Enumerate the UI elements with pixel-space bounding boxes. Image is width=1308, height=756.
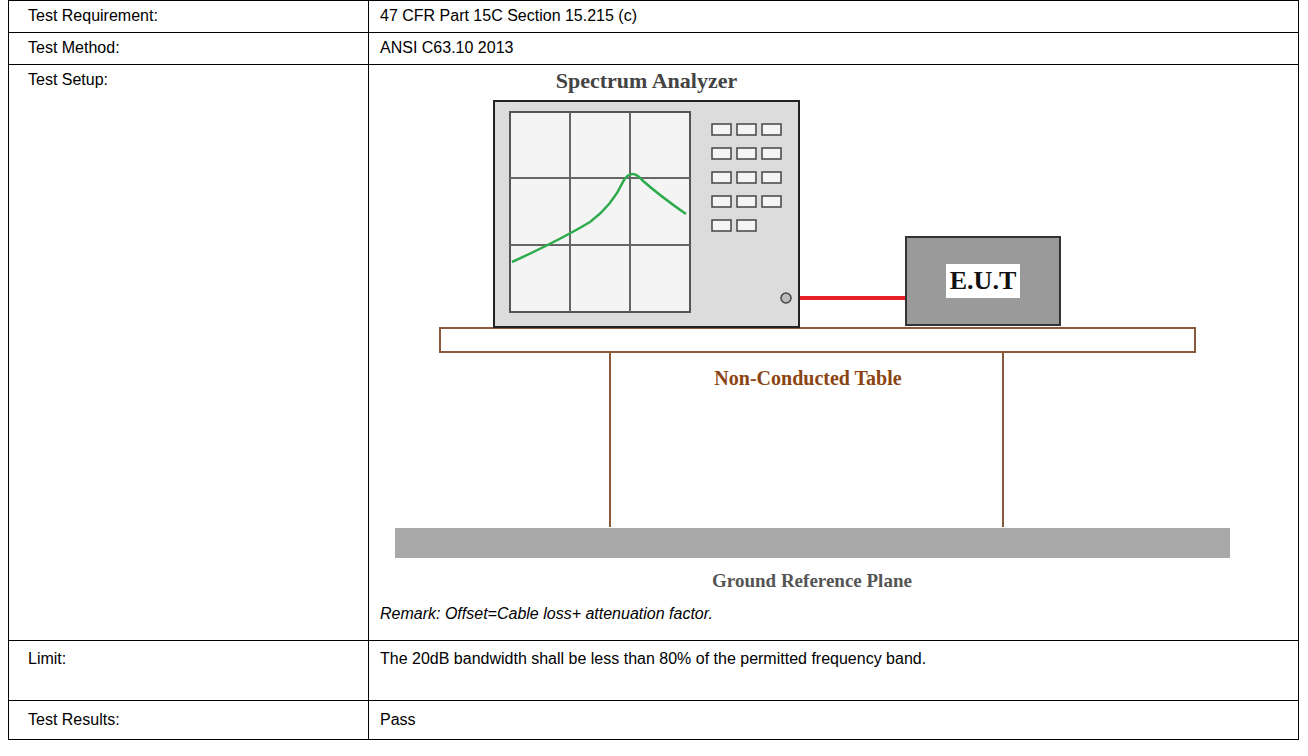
analyzer-screen bbox=[510, 112, 690, 312]
instrument-heading: Spectrum Analyzer bbox=[495, 68, 798, 94]
table-grid bbox=[8, 0, 1299, 740]
table-value-cell: ANSI C63.10 2013 bbox=[380, 37, 1280, 59]
eut-label: E.U.T bbox=[946, 264, 1020, 298]
table-value-cell: 47 CFR Part 15C Section 15.215 (c) bbox=[380, 5, 1280, 27]
eut-box: E.U.T bbox=[905, 236, 1061, 326]
table-header-cell: Test Results: bbox=[28, 709, 358, 731]
rf-cable bbox=[800, 296, 905, 300]
table-top bbox=[440, 328, 1195, 352]
table-value-cell: Pass bbox=[380, 709, 1280, 731]
table-value-cell: The 20dB bandwidth shall be less than 80… bbox=[380, 648, 1285, 670]
screen-grid bbox=[510, 112, 690, 312]
analyzer-body bbox=[494, 101, 799, 327]
spectrum-analyzer: Spectrum Analyzer bbox=[493, 100, 800, 328]
ground-plane-label: Ground Reference Plane bbox=[712, 570, 912, 592]
remark-note: Remark: Offset=Cable loss+ attenuation f… bbox=[380, 605, 713, 623]
ground-plane bbox=[395, 528, 1230, 558]
table-leg bbox=[1002, 353, 1004, 527]
table-label: Non-Conducted Table bbox=[714, 367, 901, 390]
table-header-cell: Limit: bbox=[28, 648, 358, 670]
table-header-cell: Test Setup: bbox=[28, 69, 358, 91]
table-leg bbox=[609, 353, 611, 527]
table-header-cell: Test Requirement: bbox=[28, 5, 358, 27]
spectrum-trace bbox=[512, 174, 686, 262]
rf-port bbox=[781, 293, 791, 303]
analyzer-buttons bbox=[712, 124, 781, 231]
table-header-cell: Test Method: bbox=[28, 37, 358, 59]
